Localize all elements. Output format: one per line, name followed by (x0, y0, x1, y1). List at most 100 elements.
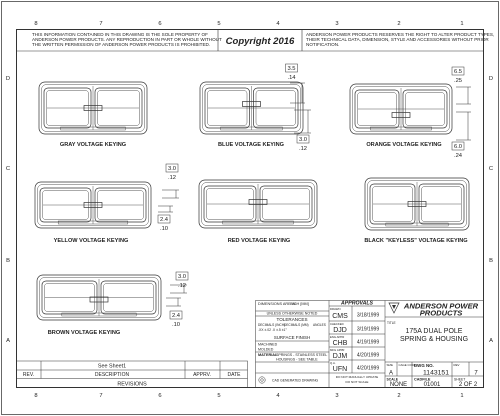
housing-views (34, 81, 470, 321)
revisions-grid (16, 360, 248, 388)
tb-scale-label: SCALE (387, 378, 399, 382)
tb-tol-values: .XX ±.02 .X ±.5 ±1° (258, 328, 287, 332)
notice-left-2: ANDERSON POWER PRODUCTS. ANY REPRODUCTIO… (32, 37, 222, 42)
dim-blue-top-mm: 3.5 (287, 66, 295, 72)
zone-column-1: 1 (460, 21, 463, 27)
notice-right-1: ANDERSON POWER PRODUCTS RESERVES THE RIG… (306, 32, 494, 37)
zone-column-5: 5 (217, 21, 220, 27)
tb-unless-noted: UNLESS OTHERWISE NOTED (267, 312, 318, 316)
rev-title: REVISIONS (117, 382, 147, 388)
zone-column-4: 4 (276, 393, 280, 399)
dim-orange-bot-in: .24 (454, 153, 463, 159)
rev-col-date: DATE (228, 372, 242, 378)
tb-mfg-date: 4/20/1999 (357, 353, 379, 359)
dimension-lines (158, 82, 471, 307)
dim-blue-bot-mm: 3.0 (299, 137, 307, 143)
tb-cad-note-3: DO NOT SCALE (346, 380, 369, 384)
tb-surface-finish: SURFACE FINISH (274, 335, 310, 340)
zone-row-D: D (489, 76, 493, 82)
tb-molded: MOLDED (258, 348, 274, 352)
zone-column-8: 8 (34, 21, 37, 27)
caption-yellow: YELLOW VOLTAGE KEYING (54, 238, 129, 244)
tb-material-label: MATERIAL (258, 353, 278, 357)
tb-rev-label: REV (454, 363, 460, 367)
tb-tolerances: TOLERANCES (276, 317, 307, 322)
dim-brown-top-mm: 3.0 (178, 274, 186, 280)
housing-view-gray (38, 81, 148, 135)
caption-gray: GRAY VOLTAGE KEYING (60, 142, 126, 148)
tb-cage-label: CAGE CODE (399, 363, 416, 367)
tb-checked-label: CHECKED (330, 322, 344, 326)
tb-rev-value: 7 (474, 371, 478, 377)
zone-column-1: 1 (460, 393, 463, 399)
tb-qa-by: UFN (333, 366, 347, 373)
tb-checked-by: DJD (333, 327, 347, 334)
housing-view-orange (349, 83, 453, 135)
caption-red: RED VOLTAGE KEYING (228, 238, 291, 244)
dim-blue-bot-in: .12 (299, 146, 307, 152)
zone-row-C: C (6, 166, 10, 172)
tb-title-label: TITLE (387, 321, 396, 325)
dim-brown-bot-in: .10 (172, 322, 180, 328)
zone-row-B: B (489, 258, 493, 264)
tb-company-1: ANDERSON POWER (403, 302, 479, 311)
zone-column-2: 2 (397, 21, 400, 27)
tb-decimals-inch: DECIMALS (INCH) (258, 323, 285, 327)
notice-left-1: THIS INFORMATION CONTAINED IN THIS DRAWI… (32, 32, 208, 37)
zone-column-7: 7 (99, 21, 102, 27)
title-block-grid (255, 300, 484, 388)
tb-dim-label: DIMENSIONS ARE IN: (258, 302, 297, 306)
notice-left-3: THE WRITTEN PERMISSION OF ANDERSON POWER… (32, 42, 210, 47)
tb-title-2: SPRING & HOUSING (400, 336, 468, 343)
tb-approvals: APPROVALS (340, 301, 373, 307)
tb-cad-note-2: DO NOT MANUALLY UPDATE (336, 375, 378, 379)
zone-row-A: A (489, 338, 493, 344)
tb-machined: MACHINED (258, 343, 278, 347)
zone-row-A: A (6, 338, 10, 344)
tb-drawn-label: DRAWN (330, 307, 340, 311)
tb-checked-date: 3/19/1999 (357, 327, 379, 333)
housing-view-yellow (34, 181, 152, 229)
tb-mfg-by: DJM (333, 353, 348, 360)
dim-yellow-top-in: .12 (168, 175, 176, 181)
zone-column-7: 7 (99, 393, 102, 399)
dim-orange-bot-mm: 6.0 (454, 144, 462, 150)
tb-company-2: PRODUCTS (420, 309, 463, 318)
notice-right-3: NOTIFICATION. (306, 42, 339, 47)
zone-row-C: C (489, 166, 493, 172)
housing-view-brown (36, 274, 162, 321)
zone-column-4: 4 (276, 21, 280, 27)
notice-right-2: THEIR TECHNICAL DATA, DIMENSION, STYLE A… (306, 37, 489, 42)
tb-cadfile-label: CADFILE (414, 378, 431, 382)
caption-black: BLACK "KEYLESS" VOLTAGE KEYING (364, 238, 467, 244)
dim-orange-top-mm: 6.5 (454, 69, 462, 75)
zone-column-6: 6 (158, 393, 161, 399)
zone-row-D: D (6, 76, 10, 82)
zone-column-2: 2 (397, 393, 400, 399)
dim-yellow-bot-in: .10 (160, 226, 168, 232)
copyright-text: Copyright 2016 (226, 36, 295, 47)
tb-drawn-date: 3/18/1999 (357, 313, 379, 319)
dim-brown-top-in: .12 (178, 283, 186, 289)
zone-column-3: 3 (335, 21, 338, 27)
rev-col-rev: REV. (23, 372, 34, 378)
tb-scale-value: NONE (390, 382, 407, 388)
caption-blue: BLUE VOLTAGE KEYING (218, 142, 284, 148)
tb-mfg-label: MFG APPR (330, 348, 344, 352)
projection-symbol-icon (258, 376, 266, 384)
dim-yellow-bot-mm: 2.4 (160, 217, 169, 223)
zone-column-8: 8 (34, 393, 37, 399)
tb-decimals-mm: DECIMALS (MM) (284, 323, 309, 327)
tb-material-value2: HOUSINGS - SEE TABLE (276, 358, 318, 362)
housing-view-black (364, 177, 470, 231)
tb-dim-units: INCH [MM] (290, 302, 309, 306)
tb-eng-by: CHB (333, 340, 348, 347)
caption-orange: ORANGE VOLTAGE KEYING (366, 142, 441, 148)
zone-column-3: 3 (335, 393, 338, 399)
tb-sheet-label: SHEET (454, 378, 465, 382)
zone-column-5: 5 (217, 393, 220, 399)
